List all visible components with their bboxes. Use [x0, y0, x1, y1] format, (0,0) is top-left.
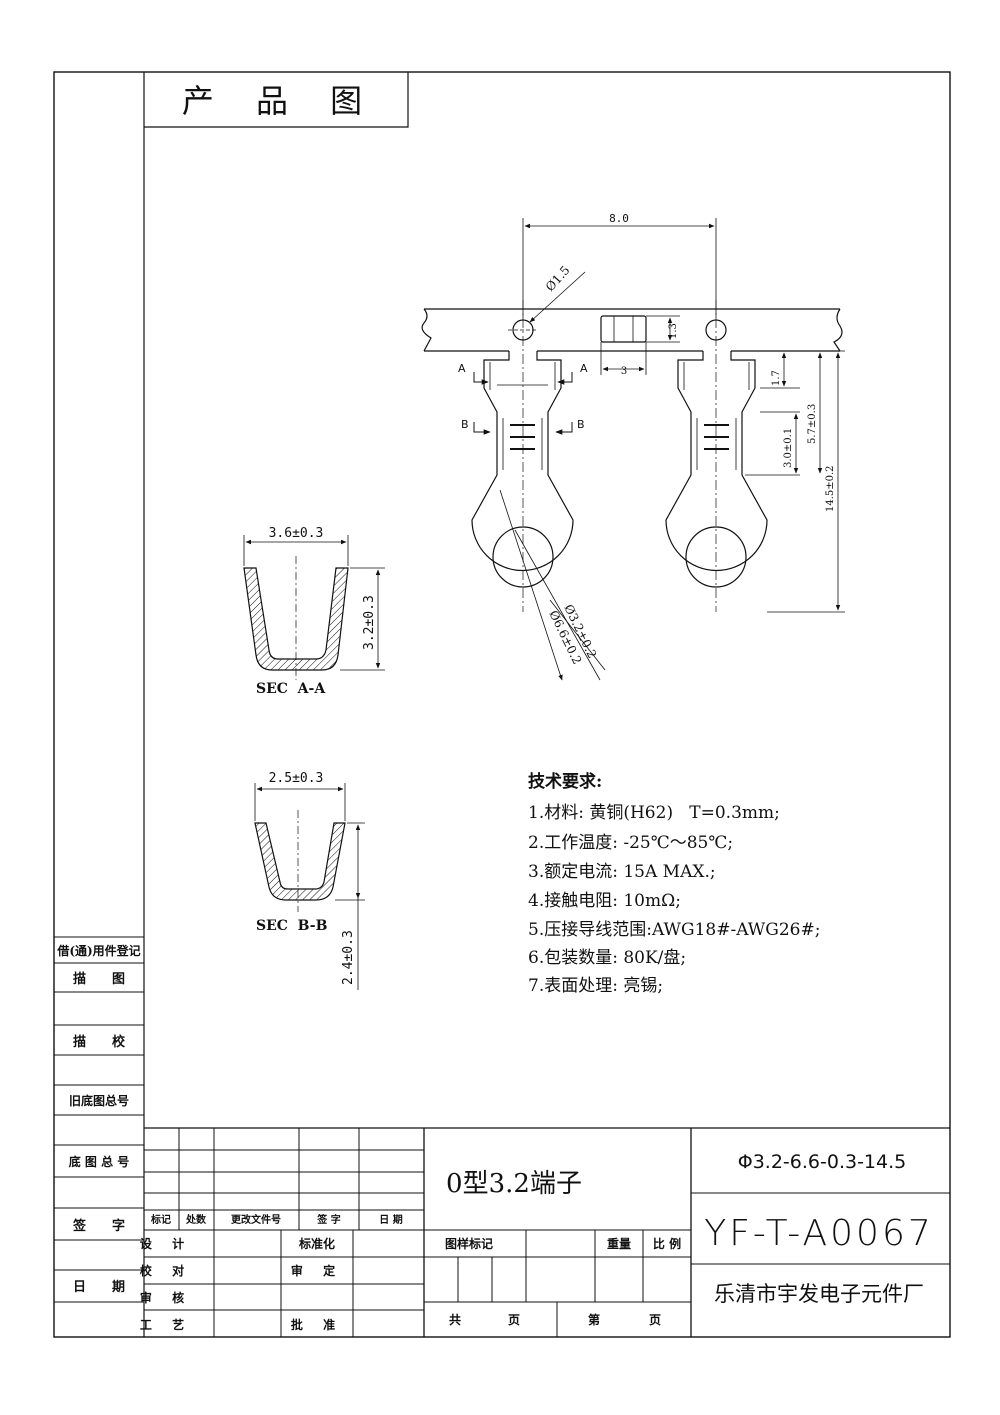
requirement-item: 3.额定电流: 15A MAX.; — [528, 862, 716, 882]
role-standard: 标准化 — [298, 1236, 335, 1251]
dim-3-0: 3.0±0.1 — [783, 428, 794, 468]
requirement-item: 6.包装数量: 80K/盘; — [528, 948, 686, 968]
requirements-heading: 技术要求: — [528, 771, 602, 792]
title-box: 产 品 图 — [144, 72, 409, 128]
left-register — [54, 936, 144, 1303]
trace-label: 描 图 — [73, 971, 125, 987]
role-approve-def: 审 定 — [291, 1263, 343, 1278]
technical-requirements: 技术要求: 1.材料: 黄铜(H62) T=0.3mm; 2.工作温度: -25… — [528, 771, 820, 996]
old-no-label: 旧底图总号 — [69, 1093, 129, 1108]
scale-label: 比 例 — [653, 1236, 681, 1251]
col-date: 日 期 — [379, 1213, 402, 1226]
requirement-item: 2.工作温度: -25℃～85℃; — [528, 833, 733, 853]
register-label: 借(通)用件登记 — [56, 943, 140, 958]
terminal-1 — [471, 300, 574, 612]
marker-b-left: B — [461, 418, 469, 431]
dim-5-7: 5.7±0.3 — [807, 404, 818, 444]
marker-a-left: A — [458, 362, 466, 375]
dim-1-7: 1.7 — [771, 370, 782, 386]
sheet-unit: 页 — [649, 1313, 661, 1327]
dim-pitch: 8.0 — [609, 212, 629, 225]
terminal-strip — [421, 300, 843, 612]
role-process: 工 艺 — [140, 1317, 192, 1332]
drawing-frame — [53, 71, 951, 1338]
terminal-2 — [665, 300, 768, 612]
sec-bb-width: 2.5±0.3 — [269, 771, 324, 786]
col-count: 处数 — [185, 1213, 207, 1226]
requirement-item: 1.材料: 黄铜(H62) T=0.3mm; — [528, 803, 780, 823]
total-pages-label: 共 — [449, 1312, 461, 1327]
sec-bb-label: SEC B-B — [256, 918, 328, 934]
sec-aa-label: SEC A-A — [256, 681, 326, 697]
date-label: 日 期 — [73, 1280, 125, 1295]
base-no-label: 底 图 总 号 — [69, 1154, 130, 1169]
role-design: 设 计 — [140, 1236, 192, 1251]
section-bb — [254, 783, 365, 990]
requirement-item: 4.接触电阻: 10mΩ; — [528, 891, 681, 911]
sec-aa-width: 3.6±0.3 — [269, 526, 324, 541]
section-aa — [243, 535, 385, 680]
check-label: 描 校 — [73, 1034, 126, 1050]
requirement-item: 7.表面处理: 亮锡; — [528, 976, 663, 996]
title-block — [144, 1127, 950, 1337]
dim-hole: Ø1.5 — [543, 263, 573, 294]
weight-label: 重量 — [607, 1236, 631, 1251]
marker-b-right: B — [577, 418, 585, 431]
dim-14-5: 14.5±0.2 — [825, 465, 836, 512]
drawing-title: 产 品 图 — [182, 82, 378, 120]
product-name: 0型3.2端子 — [446, 1169, 582, 1199]
dim-1-3: 1.3 — [668, 323, 679, 339]
carrier-slot — [600, 315, 647, 343]
sign-label: 签 字 — [72, 1218, 125, 1234]
marker-a-right: A — [580, 362, 588, 375]
col-change-doc: 更改文件号 — [231, 1213, 281, 1226]
sec-bb-height: 2.4±0.3 — [341, 930, 356, 985]
role-review: 审 核 — [140, 1290, 192, 1305]
drawing-number: YF-T-A0067 — [704, 1213, 934, 1254]
sheet-label: 第 — [588, 1312, 600, 1327]
requirement-item: 5.压接导线范围:AWG18#-AWG26#; — [528, 920, 820, 940]
company-name: 乐清市宇发电子元件厂 — [714, 1282, 924, 1306]
role-approve: 批 准 — [291, 1317, 343, 1332]
sec-aa-height: 3.2±0.3 — [362, 595, 377, 650]
sample-mark-label: 图样标记 — [445, 1236, 493, 1251]
total-pages-unit: 页 — [508, 1313, 520, 1327]
col-mark: 标记 — [150, 1213, 171, 1226]
col-sign: 签 字 — [316, 1213, 340, 1226]
role-proofread: 校 对 — [140, 1263, 192, 1278]
section-markers — [473, 372, 573, 435]
dim-3: 3 — [621, 366, 627, 377]
terminal-dimensions — [499, 218, 845, 681]
spec-code: Φ3.2-6.6-0.3-14.5 — [738, 1151, 906, 1173]
